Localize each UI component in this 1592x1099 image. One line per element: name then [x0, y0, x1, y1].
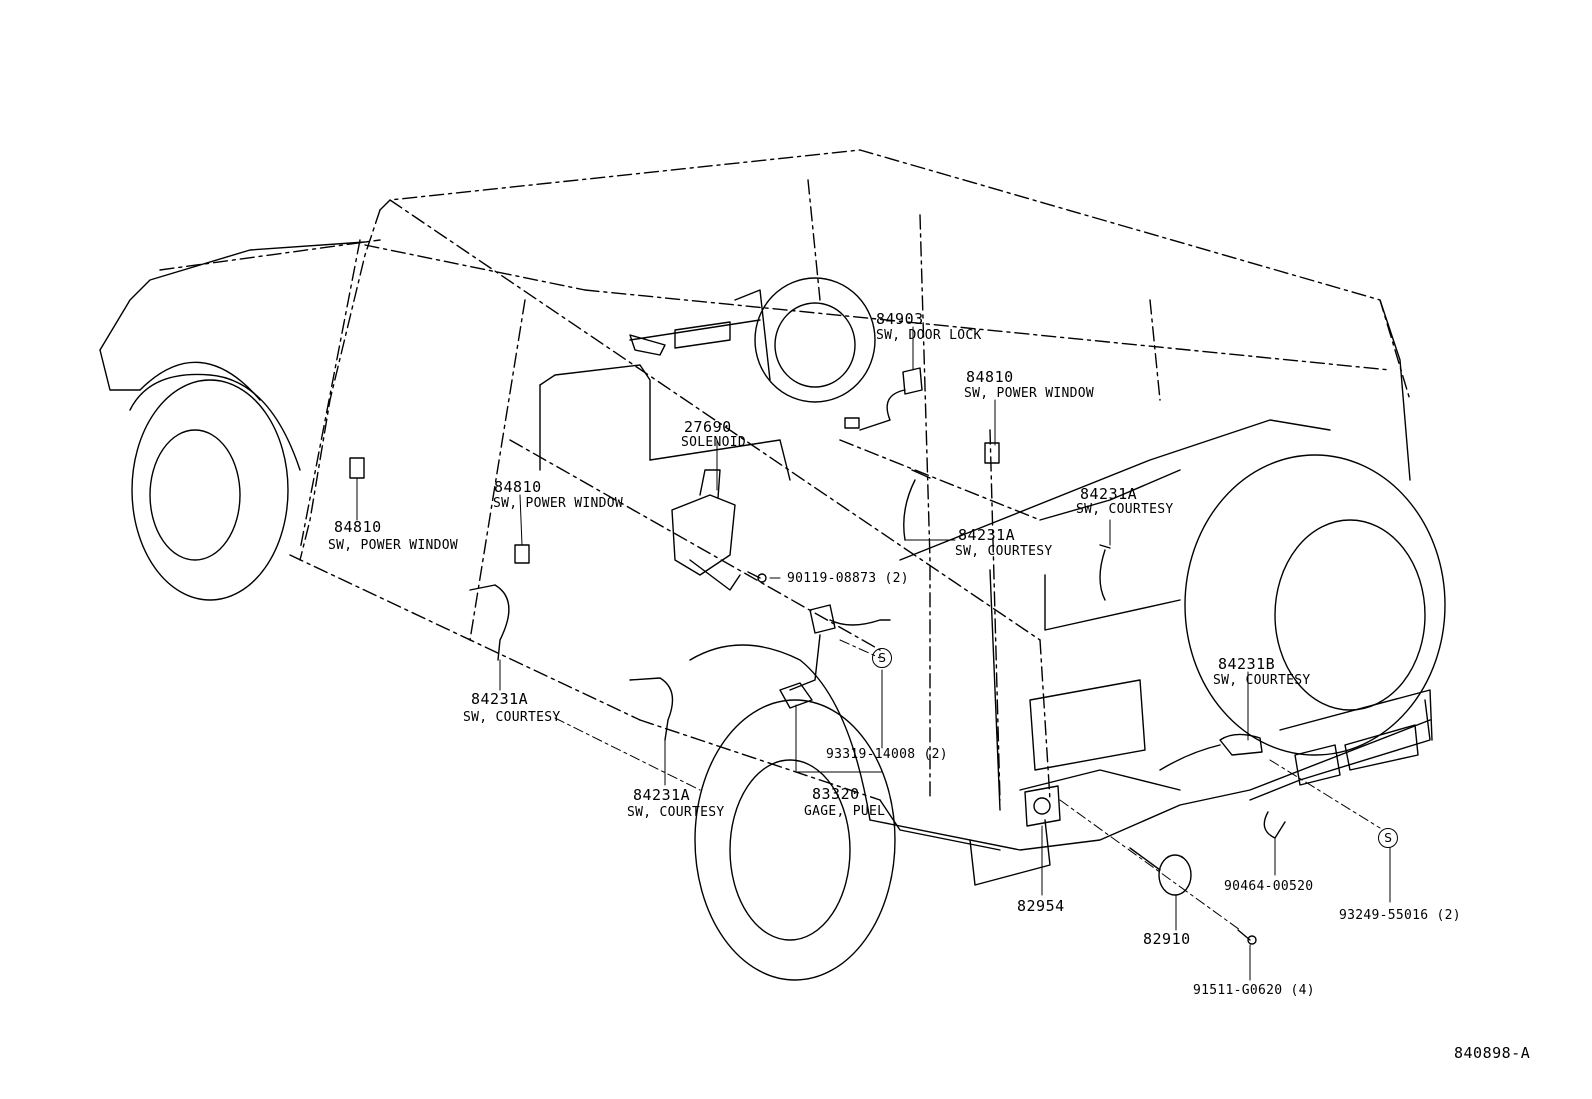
courtesy-switch-number: 84231A [633, 786, 691, 804]
courtesy-switch-description: SW, COURTESY [1076, 502, 1174, 517]
bracket-82954-shape [1024, 785, 1061, 827]
bolt-solenoid-ref: 90119-08873 (2) [787, 571, 909, 586]
power-window-switch-number: 84810 [334, 518, 382, 536]
courtesy-switch-back-door-number: 84231B [1218, 655, 1276, 673]
courtesy-switch-back-door-description: SW, COURTESY [1213, 673, 1311, 688]
door-lock-switch-shape [844, 367, 923, 431]
door-lock-switch-number: 84903 [876, 310, 924, 328]
courtesy-switch-shapes [469, 469, 1263, 771]
screw-connector-ref: 91511-G0620 (4) [1193, 983, 1315, 998]
power-window-switch-description: SW, POWER WINDOW [328, 538, 459, 553]
connector-82910-shape [1129, 847, 1192, 896]
clamp-shape [1263, 811, 1286, 839]
bracket-number: 82954 [1017, 897, 1065, 915]
front-left-wheel [129, 373, 301, 601]
screw-fuel-gage-ref: 93319-14008 (2) [826, 747, 948, 762]
rear-left-wheel [689, 644, 896, 981]
power-window-switch-number: 84810 [494, 478, 542, 496]
vehicle-body-outline [159, 149, 1411, 801]
seat-outline [539, 364, 791, 481]
fuel-gage-number: 83320 [812, 785, 860, 803]
clamp-ref: 90464-00520 [1224, 879, 1314, 894]
courtesy-switch-number: 84231A [958, 526, 1016, 544]
screw-symbol: S [1378, 828, 1398, 848]
courtesy-switch-description: SW, COURTESY [627, 805, 725, 820]
dashboard [629, 319, 761, 356]
steering-wheel [734, 277, 876, 403]
figure-id: 840898-A [1454, 1044, 1531, 1062]
power-window-switch-description: SW, POWER WINDOW [964, 386, 1095, 401]
fuel-gage-description: GAGE, PUEL [804, 804, 886, 819]
solenoid-shape [671, 469, 741, 591]
spare-tire [1184, 454, 1446, 756]
vehicle-body-solid [99, 241, 1433, 886]
solenoid-description: SOLENOID [681, 435, 747, 450]
screw-symbol: S [872, 648, 892, 668]
screw-shapes [747, 571, 1257, 945]
solenoid-number: 27690 [684, 418, 732, 436]
connector-number: 82910 [1143, 930, 1191, 948]
fuel-gage-shape [779, 604, 891, 709]
power-window-switch-description: SW, POWER WINDOW [493, 496, 624, 511]
screw-back-ref: 93249-55016 (2) [1339, 908, 1461, 923]
power-window-switch-number: 84810 [966, 368, 1014, 386]
courtesy-switch-number: 84231A [1080, 485, 1138, 503]
courtesy-switch-number: 84231A [471, 690, 529, 708]
courtesy-switch-description: SW, COURTESY [955, 544, 1053, 559]
door-lock-switch-description: SW, DOOR LOCK [876, 328, 982, 343]
leader-lines [356, 326, 1391, 981]
courtesy-switch-description: SW, COURTESY [463, 710, 561, 725]
